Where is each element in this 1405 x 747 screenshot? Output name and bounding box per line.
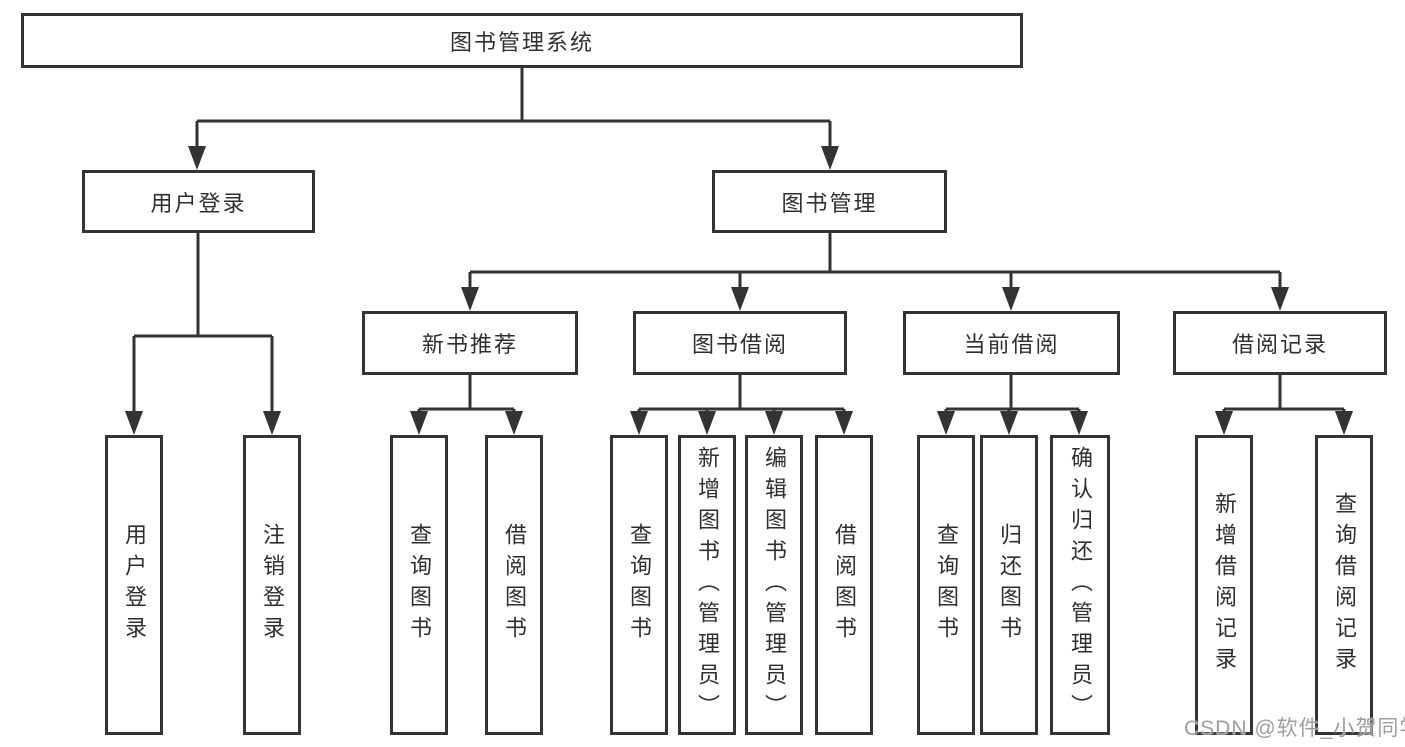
- connector-current-borrow-branch: [937, 375, 1088, 435]
- leaf-borrow-books: 借阅图书: [815, 435, 873, 735]
- node-label: 图书借阅: [691, 332, 788, 357]
- leaf-logout: 注销登录: [243, 435, 301, 735]
- leaf-query-books-borrow: 查询图书: [610, 435, 668, 735]
- node-book-management: 图书管理: [712, 170, 947, 233]
- csdn-watermark: CSDN @软件_小贺同学: [1184, 717, 1405, 740]
- node-label: 图书管理: [781, 190, 878, 216]
- leaf-query-books-current: 查询图书: [917, 435, 975, 735]
- connector-user-login-branch: [125, 233, 281, 435]
- node-label: 当前借阅: [963, 332, 1060, 357]
- connector-book-borrow-branch: [630, 375, 853, 435]
- node-label: 借阅记录: [1231, 332, 1328, 357]
- node-library-management-system: 图书管理系统: [21, 13, 1023, 68]
- node-label: 图书管理系统: [449, 29, 594, 55]
- node-label: 新书推荐: [421, 332, 518, 357]
- node-book-borrow: 图书借阅: [633, 311, 847, 375]
- leaf-query-borrow-record: 查询借阅记录: [1315, 435, 1373, 735]
- node-borrow-record: 借阅记录: [1173, 311, 1387, 375]
- connector-root-to-level2: [188, 68, 839, 170]
- node-user-login: 用户登录: [82, 170, 315, 233]
- leaf-confirm-return-admin: 确认归还（管理员）: [1050, 435, 1110, 735]
- leaf-return-books: 归还图书: [980, 435, 1038, 735]
- node-new-book-recommend: 新书推荐: [362, 311, 578, 375]
- leaf-query-books-recommend: 查询图书: [390, 435, 448, 735]
- connector-borrow-record-branch: [1215, 375, 1353, 435]
- connector-book-management-to-level3: [461, 233, 1289, 311]
- node-label: 用户登录: [150, 190, 247, 216]
- connector-new-book-recommend-branch: [410, 375, 523, 435]
- leaf-user-login: 用户登录: [105, 435, 163, 735]
- node-current-borrow: 当前借阅: [903, 311, 1120, 375]
- leaf-add-books-admin: 新增图书（管理员）: [678, 435, 736, 735]
- leaf-borrow-books-recommend: 借阅图书: [485, 435, 543, 735]
- leaf-add-borrow-record: 新增借阅记录: [1195, 435, 1253, 735]
- leaf-edit-books-admin: 编辑图书（管理员）: [745, 435, 803, 735]
